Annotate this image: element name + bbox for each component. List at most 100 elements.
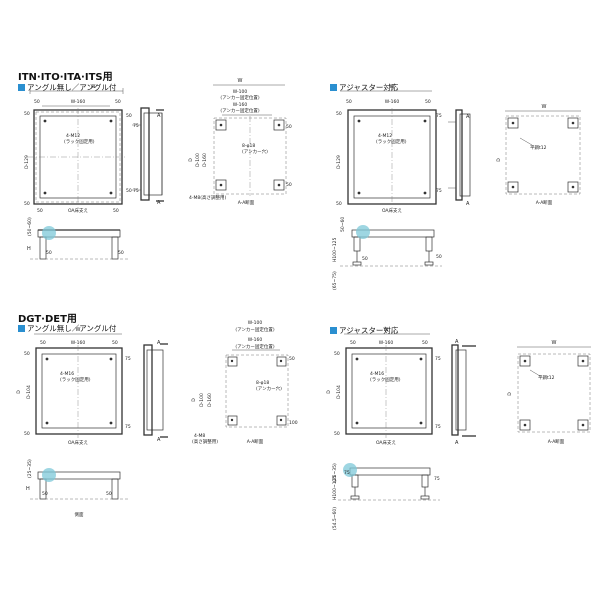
svg-text:(アンカー穴): (アンカー穴) — [256, 385, 282, 392]
svg-text:W-100: W-100 — [233, 89, 248, 95]
svg-text:(ラック固定用): (ラック固定用) — [60, 376, 91, 383]
section-title-dgt: DGT·DET用 — [18, 314, 77, 325]
label-plate: 平鋼t12 — [530, 144, 547, 151]
svg-text:50: 50 — [425, 99, 431, 105]
svg-text:A: A — [466, 201, 470, 207]
subtitle-angle-dgt: アングル無し／アングル付 — [18, 323, 116, 334]
svg-text:75: 75 — [435, 424, 441, 430]
svg-text:D-100: D-100 — [199, 393, 205, 407]
svg-text:75: 75 — [125, 356, 131, 362]
itn-plan-view: W 50 50 W-160 4-M12 (ラック固定用) 50 50 D-129… — [24, 84, 132, 214]
svg-text:W-160: W-160 — [379, 340, 394, 346]
itn-adjuster-plan: W 50 50 W-160 4-M12 (ラック固定用) 50 50 D-129… — [336, 84, 442, 214]
bullet-square-icon — [330, 84, 337, 91]
svg-text:(アンカー固定位置): (アンカー固定位置) — [220, 94, 260, 101]
svg-text:50: 50 — [336, 201, 342, 207]
svg-text:4-M8: 4-M8 — [194, 433, 205, 439]
dim-w160: W-160 — [71, 99, 86, 105]
svg-text:D: D — [16, 390, 22, 394]
svg-text:50: 50 — [422, 340, 428, 346]
svg-text:50: 50 — [334, 431, 340, 437]
svg-text:(アンカー穴): (アンカー穴) — [242, 148, 268, 155]
svg-text:H100~125: H100~125 — [332, 476, 338, 500]
svg-text:(アンカー固定位置): (アンカー固定位置) — [220, 107, 260, 114]
svg-text:A: A — [455, 440, 459, 446]
svg-text:(54.5~60): (54.5~60) — [332, 507, 338, 530]
label-rack-fix: (ラック固定用) — [64, 138, 95, 145]
dim-d129: D-129 — [24, 155, 30, 169]
dgt-plan-view: W 50 50 W-160 4-M16 (ラック固定用) 50 50 D-104… — [16, 327, 131, 446]
svg-text:W-100: W-100 — [248, 320, 263, 326]
svg-text:50: 50 — [24, 111, 30, 117]
svg-text:H: H — [27, 246, 31, 252]
dim-50: 50 — [115, 99, 121, 105]
svg-text:75: 75 — [125, 424, 131, 430]
svg-text:(ラック固定用): (ラック固定用) — [370, 376, 401, 383]
svg-text:A: A — [157, 437, 161, 443]
subtitle-text: アジャスター対応 — [339, 326, 399, 335]
svg-text:(65~75): (65~75) — [332, 271, 338, 290]
svg-text:50: 50 — [334, 351, 340, 357]
dgt-adjuster-aa: W 平鋼t12 A-A断面 D — [507, 340, 591, 445]
svg-text:H100~125: H100~125 — [332, 238, 338, 262]
svg-text:W-160: W-160 — [385, 99, 400, 105]
label-m8: 4-M8(高さ調整用) — [189, 194, 226, 201]
svg-text:W: W — [542, 104, 547, 110]
section-mark-a: A — [157, 113, 161, 119]
svg-text:D: D — [188, 158, 194, 162]
svg-text:A-A断面: A-A断面 — [536, 199, 553, 206]
itn-front-elevation: (50~60) H 50 50 — [27, 217, 128, 260]
label-m16: 4-M16 — [60, 371, 74, 377]
itn-adjuster-side: A A — [448, 109, 471, 207]
label-phi18: 8-φ18 — [242, 143, 255, 149]
svg-text:OA床支え: OA床支え — [68, 439, 89, 446]
svg-text:50: 50 — [436, 254, 442, 260]
svg-text:4-M12: 4-M12 — [378, 133, 392, 139]
svg-text:50: 50 — [24, 201, 30, 207]
svg-text:D: D — [326, 390, 332, 394]
svg-text:100: 100 — [289, 420, 298, 426]
svg-text:50: 50 — [112, 340, 118, 346]
svg-text:W-160: W-160 — [233, 102, 248, 108]
svg-text:D-129: D-129 — [336, 155, 342, 169]
svg-text:8-φ18: 8-φ18 — [256, 380, 269, 386]
svg-text:75: 75 — [435, 356, 441, 362]
dgt-adjuster-side: A A — [451, 339, 476, 446]
svg-text:D-160: D-160 — [202, 153, 208, 167]
svg-text:50: 50 — [37, 208, 43, 214]
svg-text:50: 50 — [350, 340, 356, 346]
bullet-square-icon — [330, 327, 337, 334]
svg-text:W: W — [552, 340, 557, 346]
svg-text:75: 75 — [133, 188, 139, 194]
svg-text:D-100: D-100 — [195, 153, 201, 167]
highlight-circle — [356, 225, 370, 239]
dim-d104: D-104 — [26, 385, 32, 399]
svg-text:平鋼t12: 平鋼t12 — [538, 374, 555, 381]
svg-text:50: 50 — [40, 340, 46, 346]
svg-text:OA床支え: OA床支え — [376, 439, 397, 446]
svg-text:50: 50 — [289, 356, 295, 362]
section-mark-a: A — [157, 200, 161, 206]
svg-text:50: 50 — [126, 188, 132, 194]
dgt-side-view: A A — [143, 340, 168, 443]
subtitle-adjuster-dgt: アジャスター対応 — [330, 325, 398, 336]
bullet-square-icon — [18, 325, 25, 332]
svg-text:W-160: W-160 — [71, 340, 86, 346]
svg-text:(高さ調整用): (高さ調整用) — [192, 438, 218, 445]
dim-50: 50 — [34, 99, 40, 105]
subtitle-adjuster-itn: アジャスター対応 — [330, 82, 398, 93]
svg-text:(アンカー固定位置): (アンカー固定位置) — [235, 326, 275, 333]
itn-adjuster-aa: W 平鋼t12 A-A断面 D — [496, 104, 581, 206]
section-title-itn: ITN·ITO·ITA·ITS用 — [18, 72, 113, 83]
svg-text:H: H — [26, 486, 30, 492]
svg-text:A-A断面: A-A断面 — [548, 438, 565, 445]
svg-text:(25~35): (25~35) — [27, 459, 33, 478]
svg-text:50: 50 — [106, 491, 112, 497]
dgt-front-elevation: (25~35) H 50 50 側面 — [26, 459, 128, 518]
itn-side-view: 75 75 A A — [132, 107, 164, 206]
subtitle-text: アジャスター対応 — [339, 83, 399, 92]
svg-text:50: 50 — [42, 491, 48, 497]
svg-text:75: 75 — [344, 470, 350, 476]
svg-text:50: 50 — [362, 256, 368, 262]
itn-adjuster-elevation: 50~60 H100~125 (65~75) 50 50 — [332, 217, 442, 290]
